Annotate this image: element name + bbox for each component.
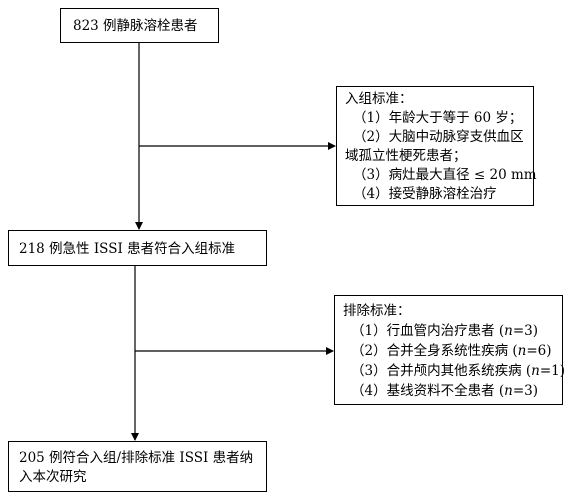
exclusion-item-1: （1）行血管内治疗患者 (n=3) [351,323,539,339]
inclusion-item-3: （3）病灶最大直径 ≤ 20 mm [353,167,537,183]
box-final-line2: 入本次研究 [19,469,87,485]
box-eligible-text: 218 例急性 ISSI 患者符合入组标准 [19,241,236,257]
box-initial-text: 823 例静脉溶栓患者 [73,18,198,34]
exclusion-item-1-label: （1）行血管内治疗患者 [351,323,495,339]
inclusion-item-4: （4）接受静脉溶栓治疗 [353,186,497,202]
box-final-line1: 205 例符合入组/排除标准 ISSI 患者纳 [19,450,254,466]
exclusion-item-1-count: 3 [524,323,533,339]
exclusion-item-3-count: 1 [551,363,560,379]
exclusion-item-2-count: 6 [537,343,547,359]
exclusion-item-4-count: 3 [524,383,533,399]
box-initial-patients: 823 例静脉溶栓患者 [60,8,219,43]
box-eligible-patients: 218 例急性 ISSI 患者符合入组标准 [8,230,267,266]
exclusion-item-4: （4）基线资料不全患者 (n=3) [351,383,539,399]
exclusion-item-2: （2）合并全身系统性疾病 (n=6) [351,343,552,359]
box-inclusion-criteria: 入组标准： （1）年龄大于等于 60 岁； （2）大脑中动脉穿支供血区 域孤立性… [336,86,537,206]
box-exclusion-criteria: 排除标准： （1）行血管内治疗患者 (n=3) （2）合并全身系统性疾病 (n=… [334,295,566,405]
inclusion-item-2: （2）大脑中动脉穿支供血区 [353,129,524,145]
exclusion-item-4-label: （4）基线资料不全患者 [351,383,495,399]
inclusion-title: 入组标准： [345,91,413,107]
exclusion-item-3: （3）合并颅内其他系统疾病 (n=1) [351,363,566,379]
inclusion-item-2-cont: 域孤立性梗死患者； [345,148,467,164]
box-final-cohort: 205 例符合入组/排除标准 ISSI 患者纳 入本次研究 [8,441,267,492]
exclusion-item-2-label: （2）合并全身系统性疾病 [351,343,509,359]
inclusion-item-1: （1）年龄大于等于 60 岁； [353,110,523,126]
exclusion-title: 排除标准： [343,303,411,319]
exclusion-item-3-label: （3）合并颅内其他系统疾病 [351,363,522,379]
